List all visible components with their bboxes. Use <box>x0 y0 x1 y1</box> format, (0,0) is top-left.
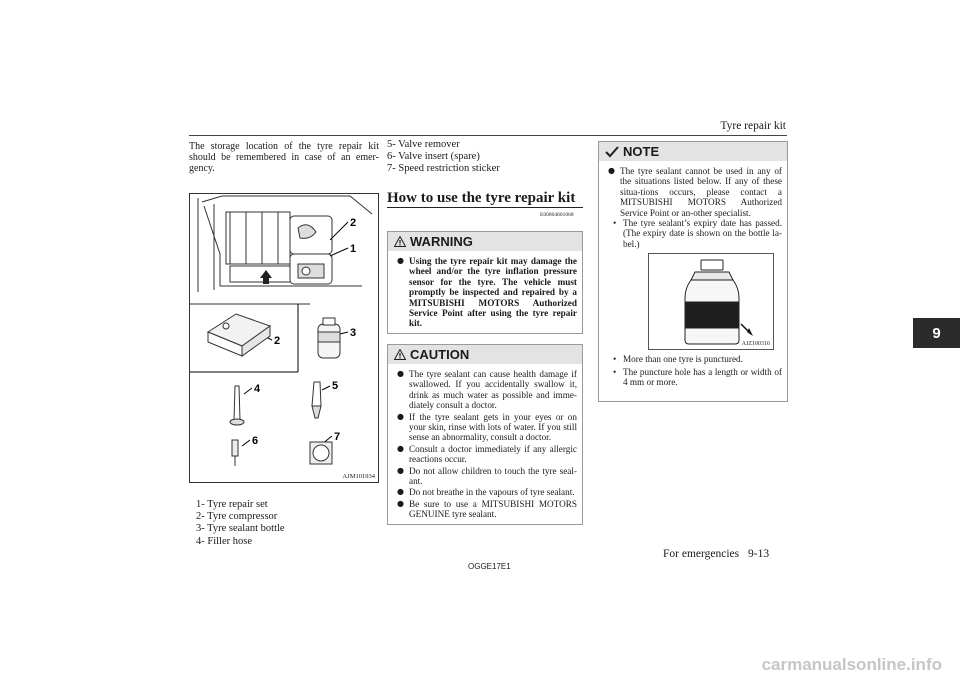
warning-triangle-icon <box>394 236 406 247</box>
bullet-icon: ● <box>397 487 404 497</box>
bullet-icon: ● <box>608 166 615 175</box>
bullet-icon: ● <box>397 369 404 378</box>
callout-6: 6 <box>252 435 258 447</box>
note-sub-item-text: The tyre sealant’s expiry date has passe… <box>623 218 782 249</box>
caution-item-text: If the tyre sealant gets in your eyes or… <box>409 411 577 443</box>
callout-4: 4 <box>254 383 261 395</box>
list-item: 6- Valve insert (spare) <box>387 151 480 163</box>
section-code: E00804601068 <box>540 212 574 218</box>
note-item: ● The tyre sealant cannot be used in any … <box>603 166 782 218</box>
list-item: 3- Tyre sealant bottle <box>196 523 285 535</box>
chapter-tab[interactable]: 9 <box>913 318 960 348</box>
intro-paragraph: The storage location of the tyre repair … <box>189 141 379 174</box>
warning-header: WARNING <box>388 232 582 251</box>
callout-7: 7 <box>334 431 340 443</box>
note-sub-item: • More than one tyre is punctured. <box>603 354 782 364</box>
small-bullet-icon: • <box>613 366 617 377</box>
caution-item: ● The tyre sealant can cause health damag… <box>392 369 577 411</box>
note-sub-item: • The tyre sealant’s expiry date has pass… <box>603 218 782 249</box>
note-sub-item-text: More than one tyre is punctured. <box>623 354 743 365</box>
list-item: 5- Valve remover <box>387 139 460 150</box>
caution-item-text: Consult a doctor immediately if any alle… <box>409 443 577 465</box>
tyre-repair-kit-illustration: 2 1 2 3 4 5 6 7 <box>190 195 373 466</box>
parts-list-1: 1- Tyre repair set 2- Tyre compressor 3-… <box>196 499 285 548</box>
footer-section-name: For emergencies <box>663 548 740 560</box>
sealant-bottle-illustration <box>684 259 753 345</box>
note-checkmark-icon <box>605 145 619 157</box>
caution-triangle-icon <box>394 349 406 360</box>
note-label: NOTE <box>623 144 660 159</box>
note-box: NOTE ● The tyre sealant cannot be used in… <box>598 141 788 402</box>
footer-code: OGGE17E1 <box>468 562 511 571</box>
section-heading: How to use the tyre repair kit <box>387 190 576 206</box>
sealant-bottle-figure: AJZ100316 <box>648 253 774 351</box>
caution-item: ● Do not breathe in the vapours of tyre s… <box>392 487 577 497</box>
caution-label: CAUTION <box>410 347 470 362</box>
bullet-icon: ● <box>397 256 404 265</box>
callout-1: 1 <box>350 243 356 255</box>
list-item: 4- Filler hose <box>196 535 252 547</box>
figure-code: AJZ100316 <box>741 341 770 348</box>
callout-3: 3 <box>350 327 356 339</box>
list-item: 7- Speed restriction sticker <box>387 163 500 175</box>
warning-item-text: Using the tyre repair kit may damage the… <box>409 256 577 329</box>
callout-2-compressor: 2 <box>274 335 280 347</box>
bullet-icon: ● <box>397 465 404 475</box>
section-rule <box>387 207 583 208</box>
parts-list-2: 5- Valve remover 6- Valve insert (spare)… <box>387 139 500 176</box>
callout-2-top: 2 <box>350 217 356 229</box>
caution-item: ● Consult a doctor immediately if any all… <box>392 444 577 465</box>
small-bullet-icon: • <box>613 218 617 229</box>
caution-item: ● Do not allow children to touch the tyre… <box>392 466 577 487</box>
warning-item: ● Using the tyre repair kit may damage t… <box>392 256 577 329</box>
list-item: 2- Tyre compressor <box>196 511 278 523</box>
figure-code: AJM101934 <box>342 473 375 480</box>
list-item: 1- Tyre repair set <box>196 499 268 510</box>
caution-header: CAUTION <box>388 345 582 364</box>
note-sub-item: • The puncture hole has a length or width… <box>603 367 782 388</box>
tyre-repair-kit-figure: 2 1 2 3 4 5 6 7 <box>189 193 379 483</box>
callout-5: 5 <box>332 380 338 392</box>
bullet-icon: ● <box>397 443 404 453</box>
caution-item-text: Do not allow children to touch the tyre … <box>409 465 577 487</box>
note-header: NOTE <box>599 142 787 161</box>
caution-item-text: The tyre sealant can cause health damage… <box>409 369 577 411</box>
caution-item: ● If the tyre sealant gets in your eyes o… <box>392 412 577 443</box>
caution-item: ● Be sure to use a MITSUBISHI MOTORS GENU… <box>392 499 577 520</box>
warning-label: WARNING <box>410 234 473 249</box>
note-intro-text: The tyre sealant cannot be used in any o… <box>620 166 782 218</box>
bullet-icon: ● <box>397 411 404 421</box>
watermark: carmanualsonline.info <box>761 655 942 674</box>
header-rule <box>189 135 787 136</box>
caution-item-text: Be sure to use a MITSUBISHI MOTORS GENUI… <box>409 498 577 520</box>
page-number: 9-13 <box>748 548 770 560</box>
caution-box: CAUTION ● The tyre sealant can cause heal… <box>387 344 583 525</box>
caution-item-text: Do not breathe in the vapours of tyre se… <box>409 487 575 498</box>
bullet-icon: ● <box>397 498 404 508</box>
note-sub-item-text: The puncture hole has a length or width … <box>623 366 782 388</box>
small-bullet-icon: • <box>613 354 617 365</box>
running-header-title: Tyre repair kit <box>720 120 786 132</box>
warning-box: WARNING ● Using the tyre repair kit may … <box>387 231 583 334</box>
